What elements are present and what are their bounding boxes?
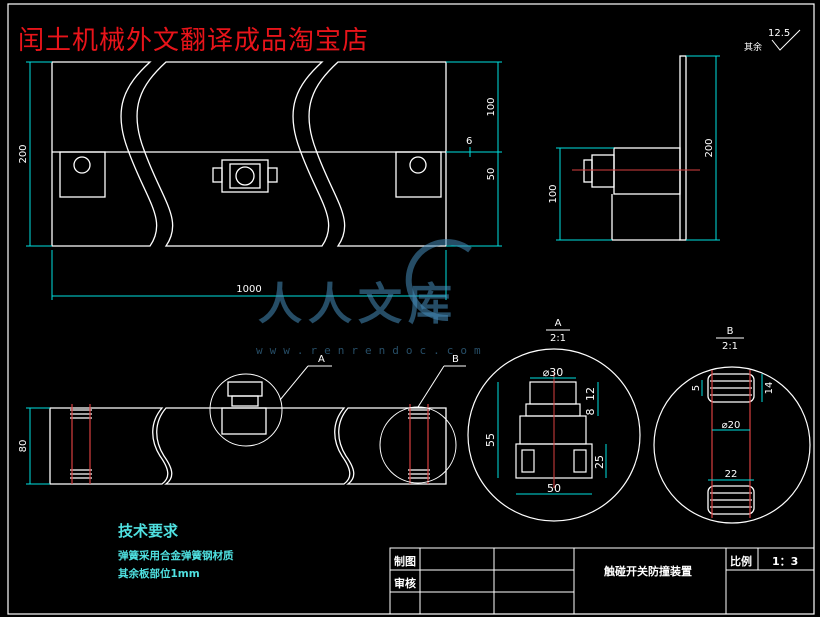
dim-a-h1: 12 [584, 387, 597, 401]
callout-label-b: B [452, 354, 459, 365]
roughness-value: 12.5 [768, 28, 790, 39]
shop-title: 闰土机械外文翻译成品淘宝店 [18, 26, 370, 56]
dim-top-upper: 100 [486, 97, 497, 116]
front-view [49, 381, 447, 485]
detail-a-scale: 2:1 [550, 333, 566, 344]
top-view-plate-mid [136, 61, 330, 247]
dim-a-width: 50 [547, 482, 561, 495]
dim-top-lower: 50 [486, 168, 497, 181]
title-block [389, 547, 815, 615]
tech-requirement-2: 其余板部位1mm [118, 568, 200, 580]
top-view-dimensions [26, 61, 502, 300]
dim-a-h4: 25 [593, 455, 606, 469]
roughness-note: 其余 [744, 41, 762, 53]
dim-a-h3: 55 [484, 433, 497, 447]
touch-switch [221, 159, 269, 193]
front-plate-mid [156, 407, 351, 485]
dim-b-pitch: 5 [691, 385, 702, 391]
title-block-drawn: 制图 [394, 555, 416, 568]
spring-right [408, 409, 430, 479]
watermark-logo [405, 239, 472, 322]
detail-b: B 2:1 5 14 ⌀20 22 [653, 326, 811, 524]
dim-b-dia: ⌀20 [722, 420, 741, 431]
bolt-hole-right [409, 156, 427, 174]
watermark-url: www.renrendoc.com [256, 344, 488, 357]
title-block-name: 触碰开关防撞装置 [604, 565, 692, 578]
front-plate-right [338, 407, 447, 485]
side-plate [679, 55, 687, 241]
watermark-text: 人人文库 [258, 279, 458, 330]
dim-top-length: 1000 [236, 284, 261, 295]
side-view [583, 55, 687, 241]
callout-label-a: A [318, 354, 325, 365]
dim-a-h2: 8 [584, 409, 597, 416]
detail-a: A 2:1 ⌀30 12 8 55 25 50 [467, 318, 641, 522]
top-view-plate-right [308, 61, 447, 247]
front-plate-left [49, 407, 169, 485]
dim-top-gap: 6 [466, 136, 472, 147]
dim-bottom-height: 80 [18, 440, 29, 453]
spring-left [70, 409, 92, 479]
top-view-plate [51, 61, 158, 247]
side-body [613, 147, 681, 195]
tech-requirement-1: 弹簧采用合金弹簧钢材质 [118, 550, 234, 562]
detail-a-title: A [555, 318, 562, 329]
dim-b-width: 22 [725, 469, 738, 480]
top-view [51, 61, 447, 247]
title-block-scale-value: 1：3 [772, 555, 799, 568]
roughness-symbol [771, 29, 801, 51]
callout-circle-a [209, 373, 283, 447]
dim-a-dia: ⌀30 [543, 366, 564, 379]
dim-b-h: 14 [764, 382, 775, 395]
dim-side-height: 200 [704, 138, 715, 157]
dim-top-height: 200 [18, 144, 29, 163]
detail-b-title: B [727, 326, 734, 337]
mount-tab-left [59, 151, 106, 198]
dim-side-depth: 100 [548, 184, 559, 203]
side-view-dimensions [556, 55, 720, 241]
bolt-hole-left [73, 156, 91, 174]
detail-b-scale: 2:1 [722, 341, 738, 352]
title-block-scale-label: 比例 [730, 555, 752, 568]
tech-requirements-title: 技术要求 [118, 522, 179, 540]
title-block-checked: 审核 [394, 577, 416, 590]
mount-tab-right [395, 151, 442, 198]
